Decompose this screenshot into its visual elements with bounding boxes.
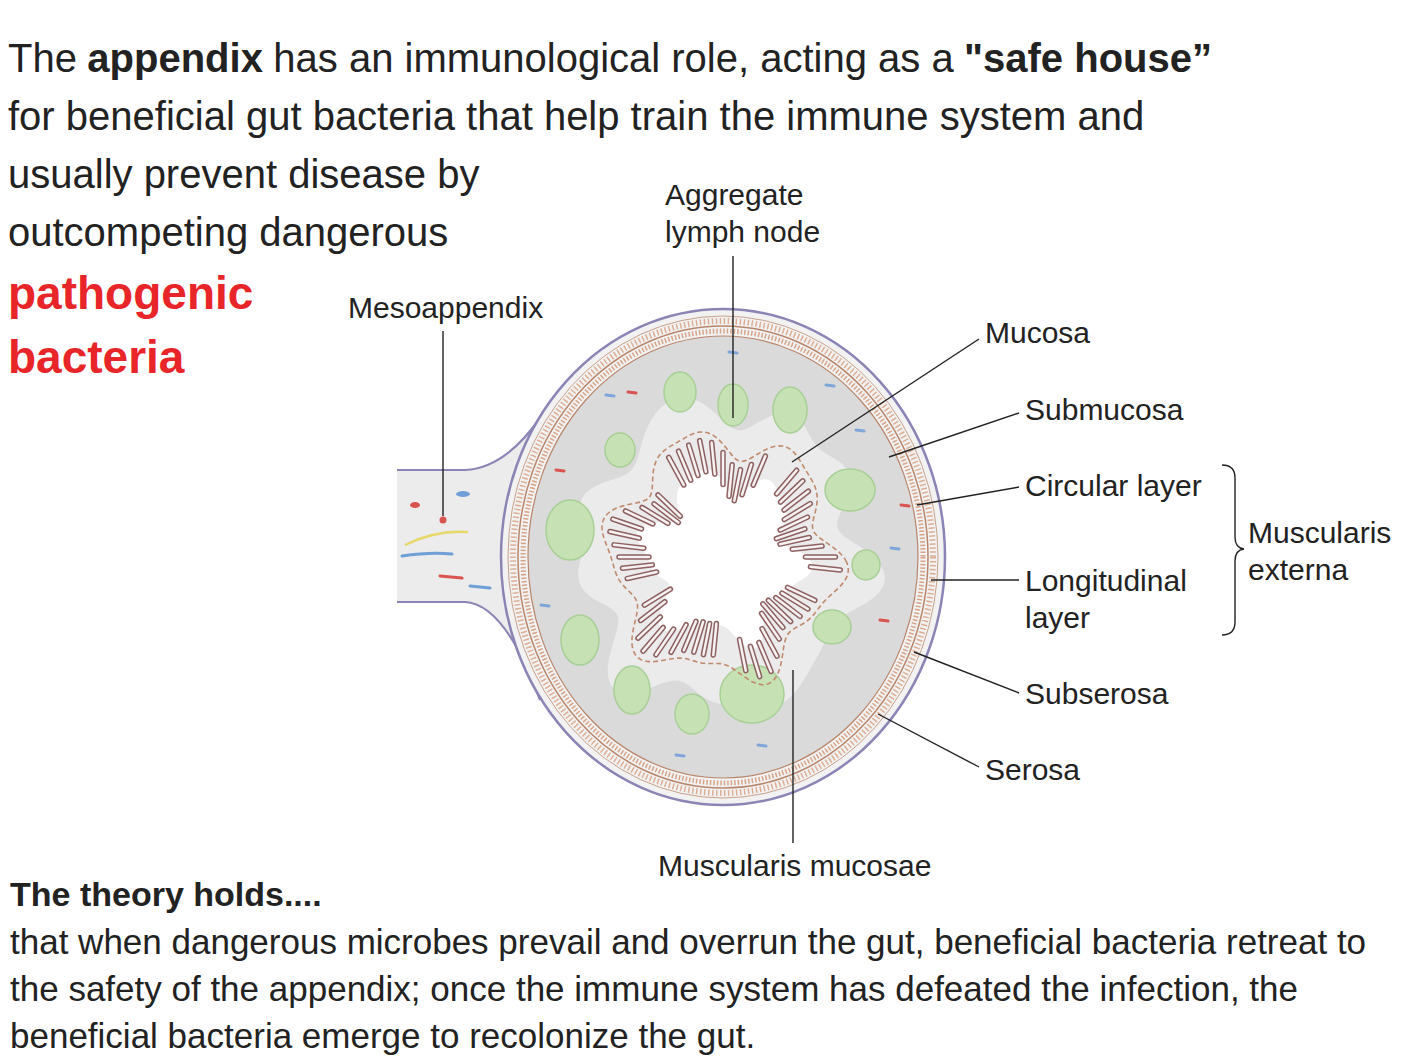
part-label: Subserosa <box>1025 676 1168 712</box>
intro-keyword: "safe house” <box>964 36 1212 80</box>
part-label: Mesoappendix <box>348 290 543 326</box>
wrap-spacer <box>1207 87 1208 145</box>
part-label: Muscularis mucosae <box>658 848 931 884</box>
body-text: that when dangerous microbes prevail and… <box>10 918 1400 1059</box>
part-label: Longitudinal layer <box>1025 562 1215 636</box>
intro-line: Theappendixhas an immunological role, ac… <box>8 29 1212 87</box>
part-label: Serosa <box>985 752 1080 788</box>
part-label: Mucosa <box>985 315 1090 351</box>
part-label: Aggregate lymph node <box>665 176 855 250</box>
group-label: Muscularis externa <box>1248 514 1400 588</box>
intro-keyword: appendix <box>87 36 263 80</box>
intro-text: for beneficial gut bacteria that help tr… <box>8 94 1144 254</box>
part-label: Circular layer <box>1025 468 1202 504</box>
part-label: Submucosa <box>1025 392 1183 428</box>
highlight-text: pathogenic bacteria <box>8 261 298 389</box>
section-heading: The theory holds.... <box>10 874 322 914</box>
intro-text: has an immunological role, acting as a <box>273 36 953 80</box>
intro-text: The <box>8 36 77 80</box>
